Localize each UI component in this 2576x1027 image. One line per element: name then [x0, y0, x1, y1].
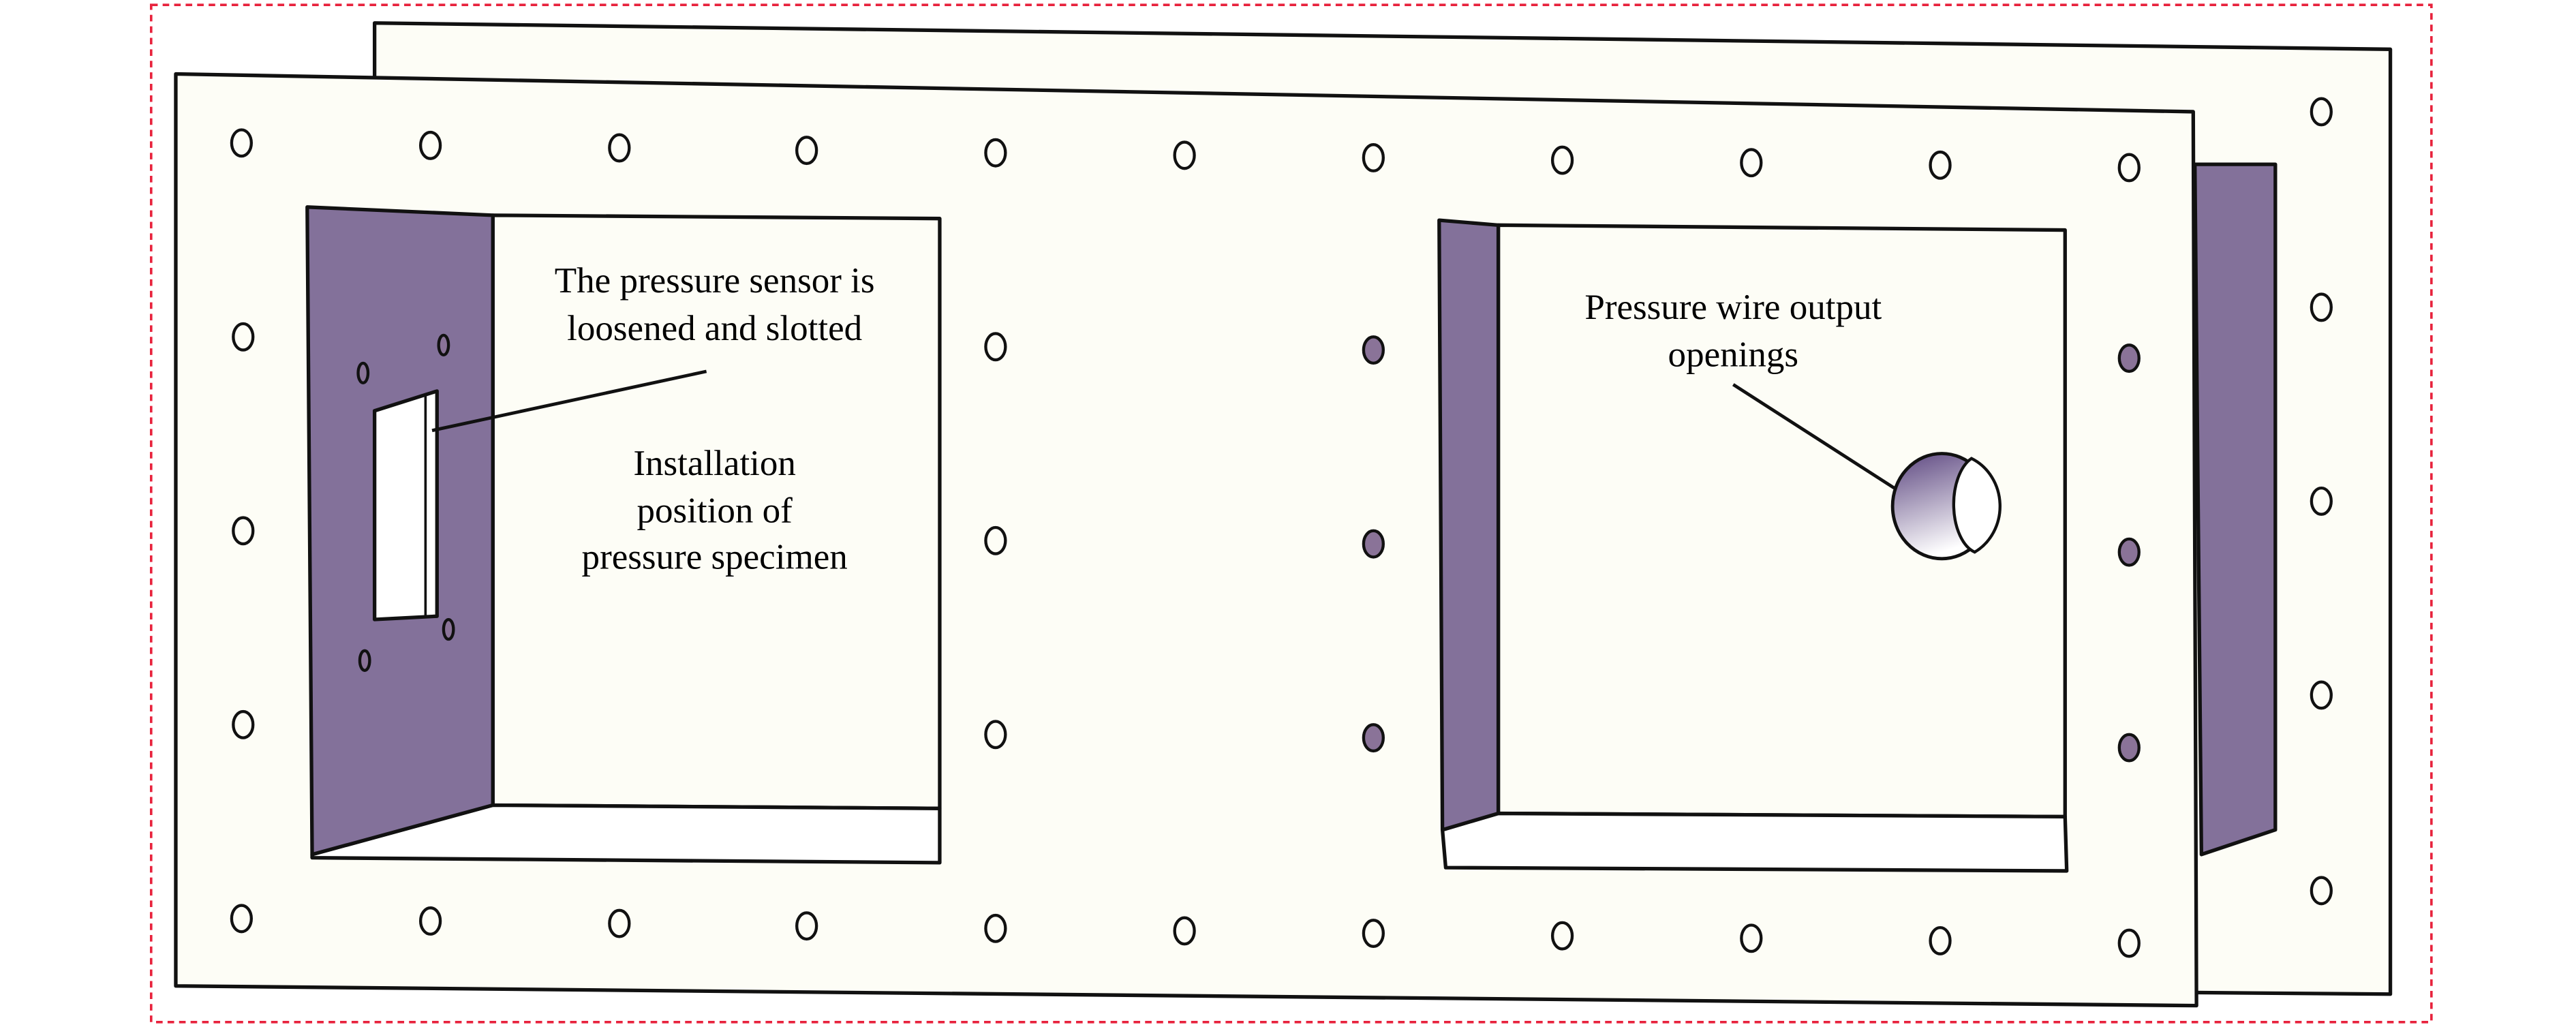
right-window-floor [1440, 811, 2069, 873]
label-installation-line1: Installation [633, 444, 796, 483]
bolt-hole [984, 138, 1007, 168]
bolt-hole [418, 906, 442, 936]
label-installation-line2: position of [637, 491, 793, 531]
bolt-hole [2117, 343, 2141, 373]
bolt-hole [984, 525, 1007, 555]
bolt-hole [2310, 97, 2333, 127]
bolt-hole [1362, 723, 1385, 753]
bolt-hole [1929, 150, 1952, 180]
bolt-hole [232, 709, 255, 739]
bolt-hole [984, 913, 1007, 943]
bolt-hole [2117, 928, 2141, 958]
label-sensor-slot-line2: loosened and slotted [567, 309, 862, 348]
bolt-hole [1550, 921, 1574, 951]
bolt-hole [608, 133, 631, 163]
bolt-hole [2310, 680, 2333, 710]
mounting-hole [437, 333, 450, 356]
bolt-hole [1362, 335, 1385, 365]
right-side-wall [2193, 162, 2278, 857]
bolt-hole [2310, 292, 2333, 322]
bolt-hole [418, 130, 442, 160]
label-sensor-slot-line1: The pressure sensor is [555, 261, 875, 301]
bolt-hole [1173, 140, 1196, 170]
bolt-hole [1173, 916, 1196, 946]
left-window [305, 205, 942, 865]
mounting-hole [358, 649, 371, 672]
bolt-hole [1740, 148, 1763, 178]
bolt-hole [2310, 486, 2333, 516]
right-window [1437, 218, 2069, 873]
bolt-hole [1362, 143, 1385, 172]
bolt-hole [795, 136, 818, 166]
bolt-hole [2117, 537, 2141, 567]
bolt-hole [2310, 876, 2333, 906]
label-wire-opening-line2: openings [1668, 335, 1798, 375]
bolt-hole [608, 908, 631, 938]
mounting-hole [442, 617, 455, 641]
leader-line-wire-opening [1732, 383, 1895, 490]
back-plate-holes [2310, 97, 2333, 906]
label-wire-opening-line1: Pressure wire output [1584, 288, 1882, 327]
bolt-hole [1362, 529, 1385, 559]
dashed-border [149, 3, 2433, 1024]
bolt-hole [230, 128, 254, 158]
bolt-hole [232, 516, 255, 546]
sensor-slot [372, 389, 439, 622]
wire-opening-inner [1952, 457, 2002, 554]
leader-line-sensor-slot [431, 369, 707, 433]
label-installation-line3: pressure specimen [582, 537, 848, 577]
bolt-hole [230, 904, 254, 934]
bolt-hole [1929, 925, 1952, 955]
bolt-hole [2117, 153, 2141, 183]
front-plate-holes [230, 128, 2141, 958]
mounting-hole [356, 361, 370, 384]
bolt-hole [1740, 923, 1763, 953]
bolt-hole [232, 322, 255, 352]
bolt-hole [984, 720, 1007, 750]
bolt-hole [1550, 145, 1574, 175]
bolt-hole [1362, 919, 1385, 949]
bolt-hole [984, 332, 1007, 362]
bolt-hole [795, 911, 818, 941]
bolt-hole [2117, 733, 2141, 763]
right-window-side-wall [1437, 218, 1501, 832]
